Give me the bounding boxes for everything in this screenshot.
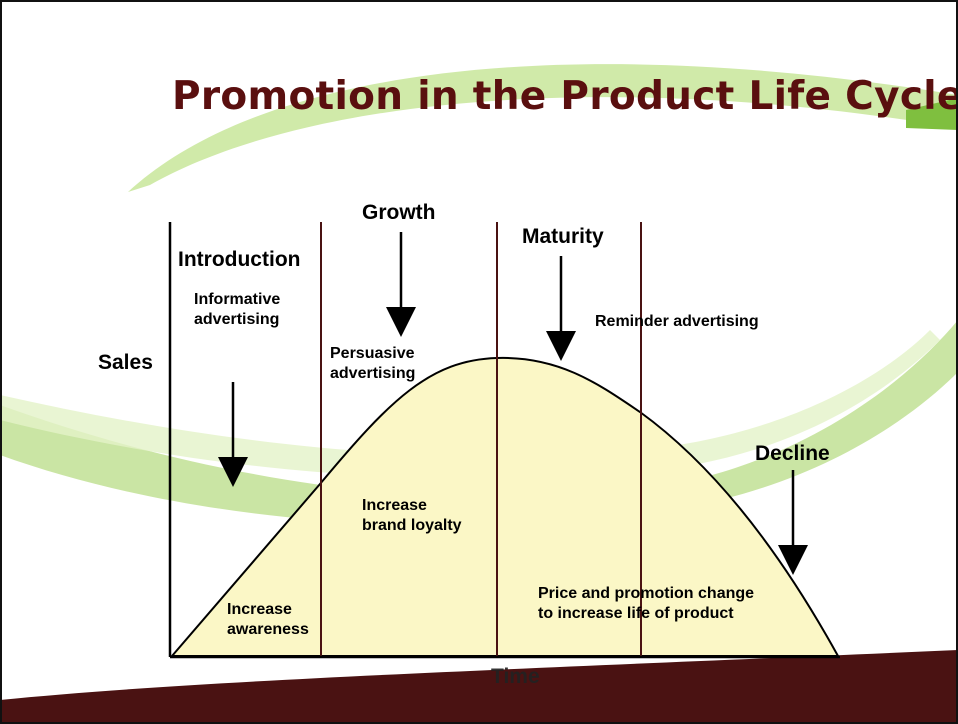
growth-objective-line: Increase: [362, 497, 427, 514]
introduction-promotion-line: advertising: [194, 311, 280, 328]
stage-label-introduction: Introduction: [178, 248, 301, 271]
introduction-objective-line: awareness: [227, 621, 309, 638]
growth-objective-line: brand loyalty: [362, 517, 462, 534]
growth-promotion-line: Persuasive: [330, 345, 415, 362]
stage-label-decline: Decline: [755, 442, 830, 465]
sales-curve: [169, 356, 840, 657]
introduction-promotion-line: Informative: [194, 291, 281, 308]
maturity-promotion-line: Reminder advertising: [595, 313, 759, 330]
introduction-objective-line: Increase: [227, 601, 292, 618]
middle-green-swoosh-light: [0, 330, 940, 479]
stage-label-growth: Growth: [362, 201, 436, 224]
x-axis-label: Time: [491, 665, 540, 688]
footer-band: [0, 650, 958, 724]
stage-label-maturity: Maturity: [522, 225, 604, 248]
maturity-objective-line: to increase life of product: [538, 605, 734, 622]
maturity-objective-line: Price and promotion change: [538, 585, 755, 602]
growth-promotion-line: advertising: [330, 365, 416, 382]
growth-promotion: Persuasive advertising: [330, 344, 415, 384]
maturity-promotion: Reminder advertising: [595, 312, 759, 332]
introduction-promotion: Informative advertising: [194, 290, 280, 330]
introduction-objective: Increase awareness: [227, 600, 309, 640]
top-green-swoosh: [128, 64, 958, 192]
y-axis-label: Sales: [98, 351, 153, 374]
slide-title: Promotion in the Product Life Cycle: [172, 74, 958, 119]
maturity-objective: Price and promotion change to increase l…: [538, 584, 754, 624]
growth-objective: Increase brand loyalty: [362, 496, 462, 536]
top-green-swoosh-edge: [906, 98, 958, 130]
